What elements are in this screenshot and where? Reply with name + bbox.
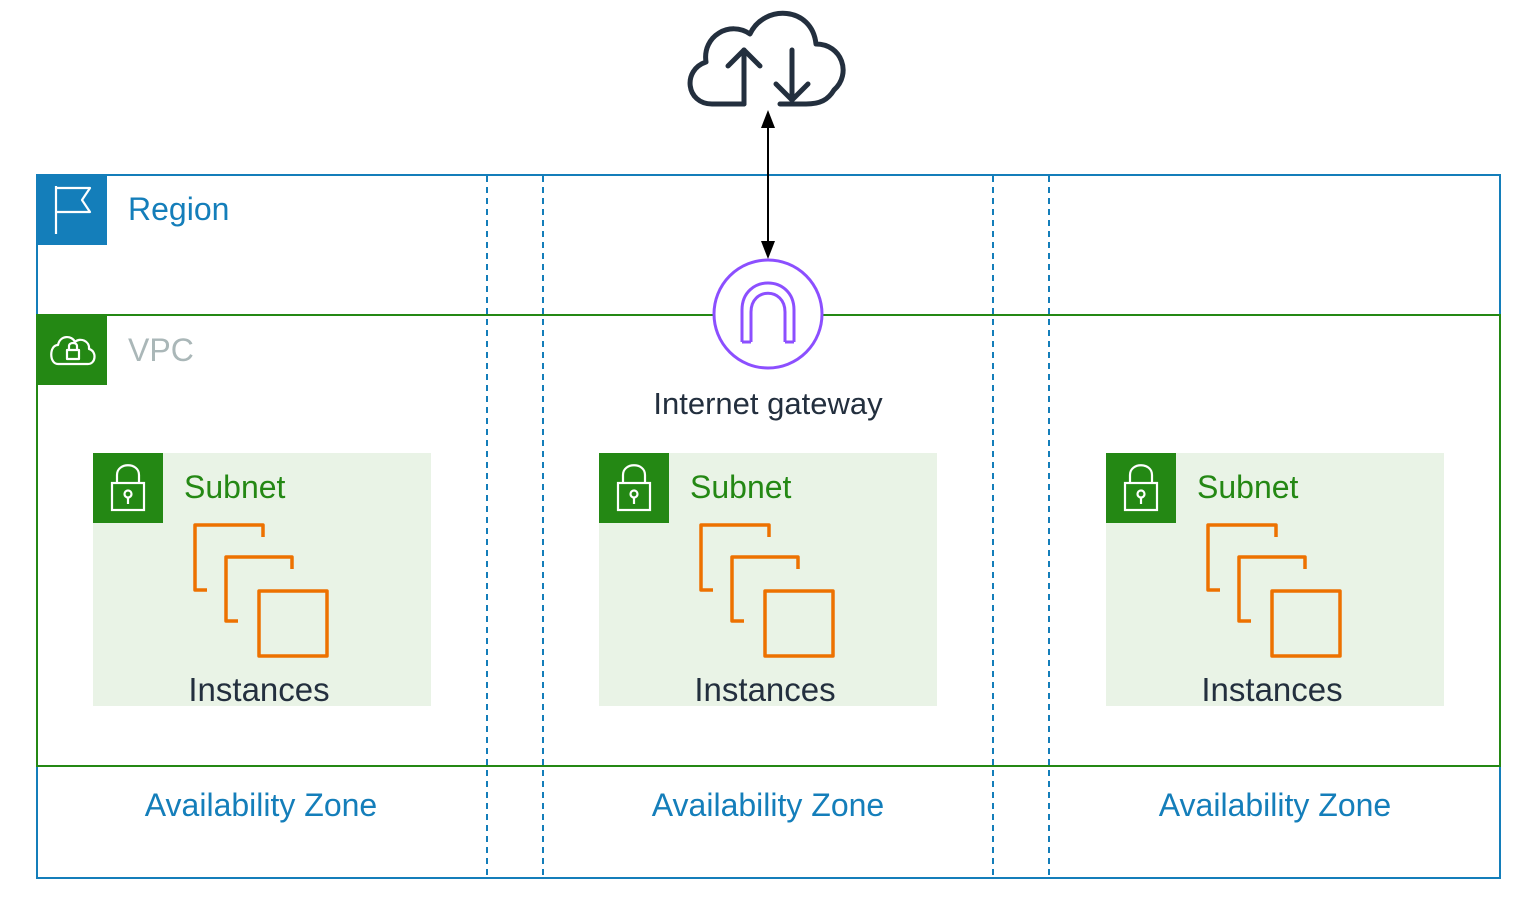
cloud-lock-icon: [50, 336, 96, 366]
flag-icon: [54, 186, 92, 234]
padlock-icon: [1123, 464, 1159, 512]
subnet-label: Subnet: [1197, 469, 1299, 505]
instances-icon: [1206, 523, 1342, 658]
vpc-badge: [37, 315, 107, 385]
instances-label: Instances: [694, 671, 835, 708]
padlock-icon: [110, 464, 146, 512]
subnet-label: Subnet: [690, 469, 792, 505]
region-badge: [37, 175, 107, 245]
padlock-icon: [616, 464, 652, 512]
subnet-group: Subnet Instances: [599, 453, 937, 708]
subnet-badge: [93, 453, 163, 523]
cloud-upload-download-icon: [687, 10, 846, 107]
subnet-group: Subnet Instances: [93, 453, 431, 708]
availability-zone-label: Availability Zone: [652, 787, 884, 823]
subnet-badge: [1106, 453, 1176, 523]
vpc-label: VPC: [128, 332, 194, 368]
availability-zone-label: Availability Zone: [1159, 787, 1391, 823]
instances-label: Instances: [188, 671, 329, 708]
instances-icon: [193, 523, 329, 658]
internet-gateway-icon: [712, 258, 824, 370]
availability-zone-label: Availability Zone: [145, 787, 377, 823]
region-label: Region: [128, 191, 229, 227]
instances-label: Instances: [1201, 671, 1342, 708]
subnet-group: Subnet Instances: [1106, 453, 1444, 708]
internet-gateway-label: Internet gateway: [653, 386, 883, 421]
subnet-label: Subnet: [184, 469, 286, 505]
subnet-badge: [599, 453, 669, 523]
connection-arrow: [761, 110, 775, 259]
instances-icon: [699, 523, 835, 658]
zone-dividers: [486, 176, 1050, 877]
